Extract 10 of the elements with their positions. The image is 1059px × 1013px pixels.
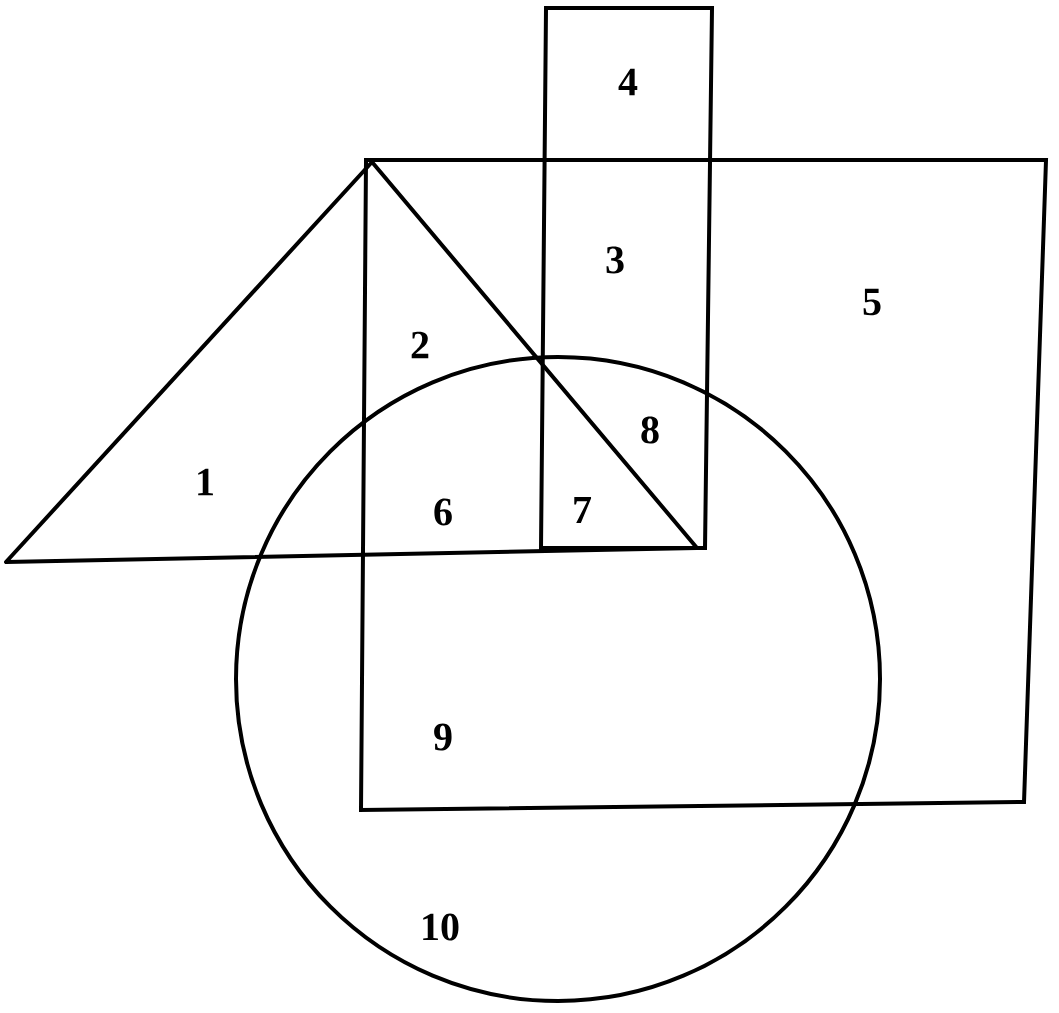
region-number: 10 bbox=[423, 913, 459, 941]
region-number: 6 bbox=[434, 498, 452, 526]
region-number: 7 bbox=[574, 496, 592, 524]
region-number: 4 bbox=[618, 68, 638, 96]
region-number: 8 bbox=[641, 416, 659, 444]
region-number: 9 bbox=[434, 723, 452, 751]
region-number: 5 bbox=[863, 288, 881, 316]
region-number: 1 bbox=[198, 468, 213, 496]
region-number: 2 bbox=[411, 331, 429, 359]
region-number: 3 bbox=[606, 246, 624, 274]
